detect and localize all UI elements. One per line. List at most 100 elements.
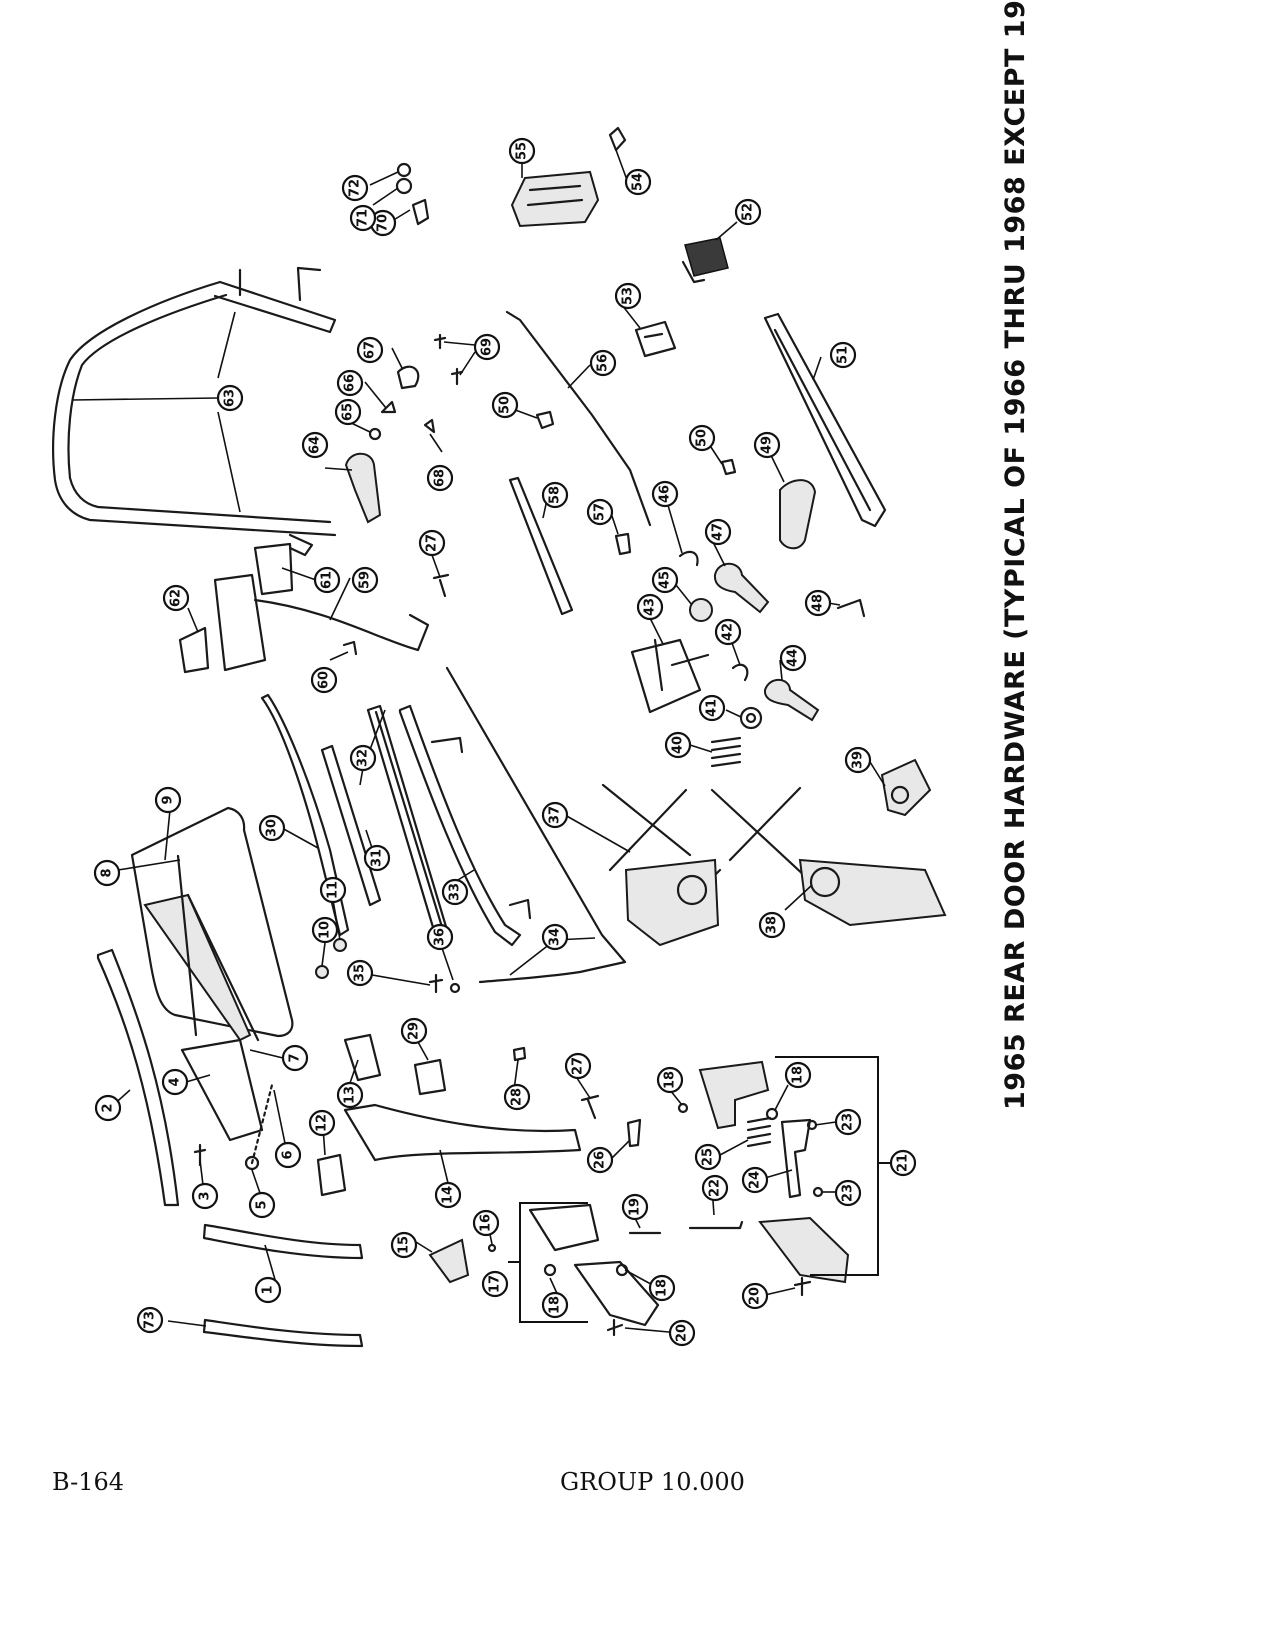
callout-51: 51: [829, 341, 857, 369]
callout-69: 69: [473, 333, 501, 361]
callout-18-a: 18: [656, 1066, 684, 1094]
callout-21: 21: [889, 1149, 917, 1177]
callout-8: 8: [93, 859, 121, 887]
callout-16: 16: [472, 1209, 500, 1237]
callout-27-a: 27: [418, 529, 446, 557]
callout-39: 39: [844, 746, 872, 774]
callout-43: 43: [636, 593, 664, 621]
svg-text:66: 66: [343, 374, 358, 392]
svg-text:36: 36: [433, 928, 448, 946]
callout-27-b: 27: [564, 1052, 592, 1080]
svg-text:60: 60: [317, 671, 332, 689]
part-spring-40: [710, 736, 742, 768]
callout-6: 6: [274, 1141, 302, 1169]
svg-text:73: 73: [143, 1311, 158, 1329]
callout-34: 34: [541, 923, 569, 951]
svg-text:42: 42: [721, 623, 736, 641]
callout-50-a: 50: [491, 391, 519, 419]
svg-text:32: 32: [356, 749, 371, 767]
callout-23-a: 23: [834, 1108, 862, 1136]
callout-26: 26: [586, 1146, 614, 1174]
svg-text:65: 65: [341, 403, 356, 421]
svg-text:18: 18: [655, 1279, 670, 1297]
svg-text:48: 48: [811, 594, 826, 612]
part-remote-43: [630, 638, 710, 714]
callout-leaders: [71, 149, 886, 1334]
callout-54: 54: [624, 168, 652, 196]
svg-text:58: 58: [548, 486, 563, 504]
svg-text:19: 19: [628, 1198, 643, 1216]
part-weatherstrip-1: [202, 1223, 364, 1260]
callout-2: 2: [94, 1094, 122, 1122]
svg-text:37: 37: [548, 806, 563, 824]
part-glass-9: [130, 806, 294, 1038]
callout-46: 46: [651, 480, 679, 508]
callout-55: 55: [508, 137, 536, 165]
callout-13: 13: [336, 1081, 364, 1109]
svg-text:5: 5: [255, 1200, 270, 1209]
page-number: B-164: [52, 1468, 124, 1496]
svg-text:18: 18: [791, 1066, 806, 1084]
callout-70: 70: [369, 209, 397, 237]
part-lock-knob: [684, 237, 729, 277]
callout-3: 3: [191, 1182, 219, 1210]
callout-41: 41: [698, 694, 726, 722]
callout-40: 40: [664, 731, 692, 759]
svg-text:10: 10: [318, 921, 333, 939]
callout-25: 25: [694, 1143, 722, 1171]
callout-49: 49: [753, 431, 781, 459]
part-trim-strip: [763, 312, 887, 528]
svg-text:53: 53: [621, 287, 636, 305]
callout-42: 42: [714, 618, 742, 646]
svg-text:39: 39: [851, 751, 866, 769]
svg-text:17: 17: [488, 1275, 503, 1293]
callout-20-b: 20: [668, 1319, 696, 1347]
svg-text:20: 20: [675, 1324, 690, 1342]
svg-text:63: 63: [223, 389, 238, 407]
callout-23-b: 23: [834, 1179, 862, 1207]
page-title: 1965 REAR DOOR HARDWARE (TYPICAL OF 1966…: [1000, 0, 1031, 1110]
svg-text:52: 52: [741, 203, 756, 221]
svg-text:50: 50: [498, 396, 513, 414]
svg-text:41: 41: [705, 699, 720, 717]
callout-68: 68: [426, 464, 454, 492]
svg-text:31: 31: [370, 849, 385, 867]
svg-text:3: 3: [198, 1191, 213, 1200]
svg-text:7: 7: [288, 1053, 303, 1062]
callout-48: 48: [804, 589, 832, 617]
callout-22: 22: [701, 1174, 729, 1202]
svg-text:35: 35: [353, 964, 368, 982]
svg-text:33: 33: [448, 883, 463, 901]
callout-24: 24: [741, 1166, 769, 1194]
svg-text:4: 4: [168, 1077, 183, 1086]
callout-50-b: 50: [688, 424, 716, 452]
callout-36: 36: [426, 923, 454, 951]
callout-20-a: 20: [741, 1282, 769, 1310]
callout-29: 29: [400, 1017, 428, 1045]
svg-text:18: 18: [663, 1071, 678, 1089]
callout-32: 32: [349, 744, 377, 772]
part-glass-run-2: [96, 948, 180, 1207]
part-channel-14: [343, 1103, 582, 1162]
callout-1: 1: [254, 1276, 282, 1304]
svg-text:13: 13: [343, 1086, 358, 1104]
svg-text:8: 8: [100, 868, 115, 877]
svg-text:71: 71: [356, 209, 371, 227]
part-inside-handle: [779, 479, 817, 550]
callout-45: 45: [651, 566, 679, 594]
svg-text:55: 55: [515, 142, 530, 160]
callout-10: 10: [311, 916, 339, 944]
part-bar-58: [508, 476, 574, 616]
part-handle-47: [713, 562, 770, 614]
callout-57: 57: [586, 498, 614, 526]
svg-text:25: 25: [701, 1148, 716, 1166]
svg-text:72: 72: [348, 179, 363, 197]
callout-53: 53: [614, 282, 642, 310]
svg-text:38: 38: [765, 916, 780, 934]
callout-5: 5: [248, 1191, 276, 1219]
svg-text:27: 27: [571, 1057, 586, 1075]
callout-58: 58: [541, 481, 569, 509]
group-label: GROUP 10.000: [560, 1468, 745, 1496]
svg-text:47: 47: [711, 523, 726, 541]
